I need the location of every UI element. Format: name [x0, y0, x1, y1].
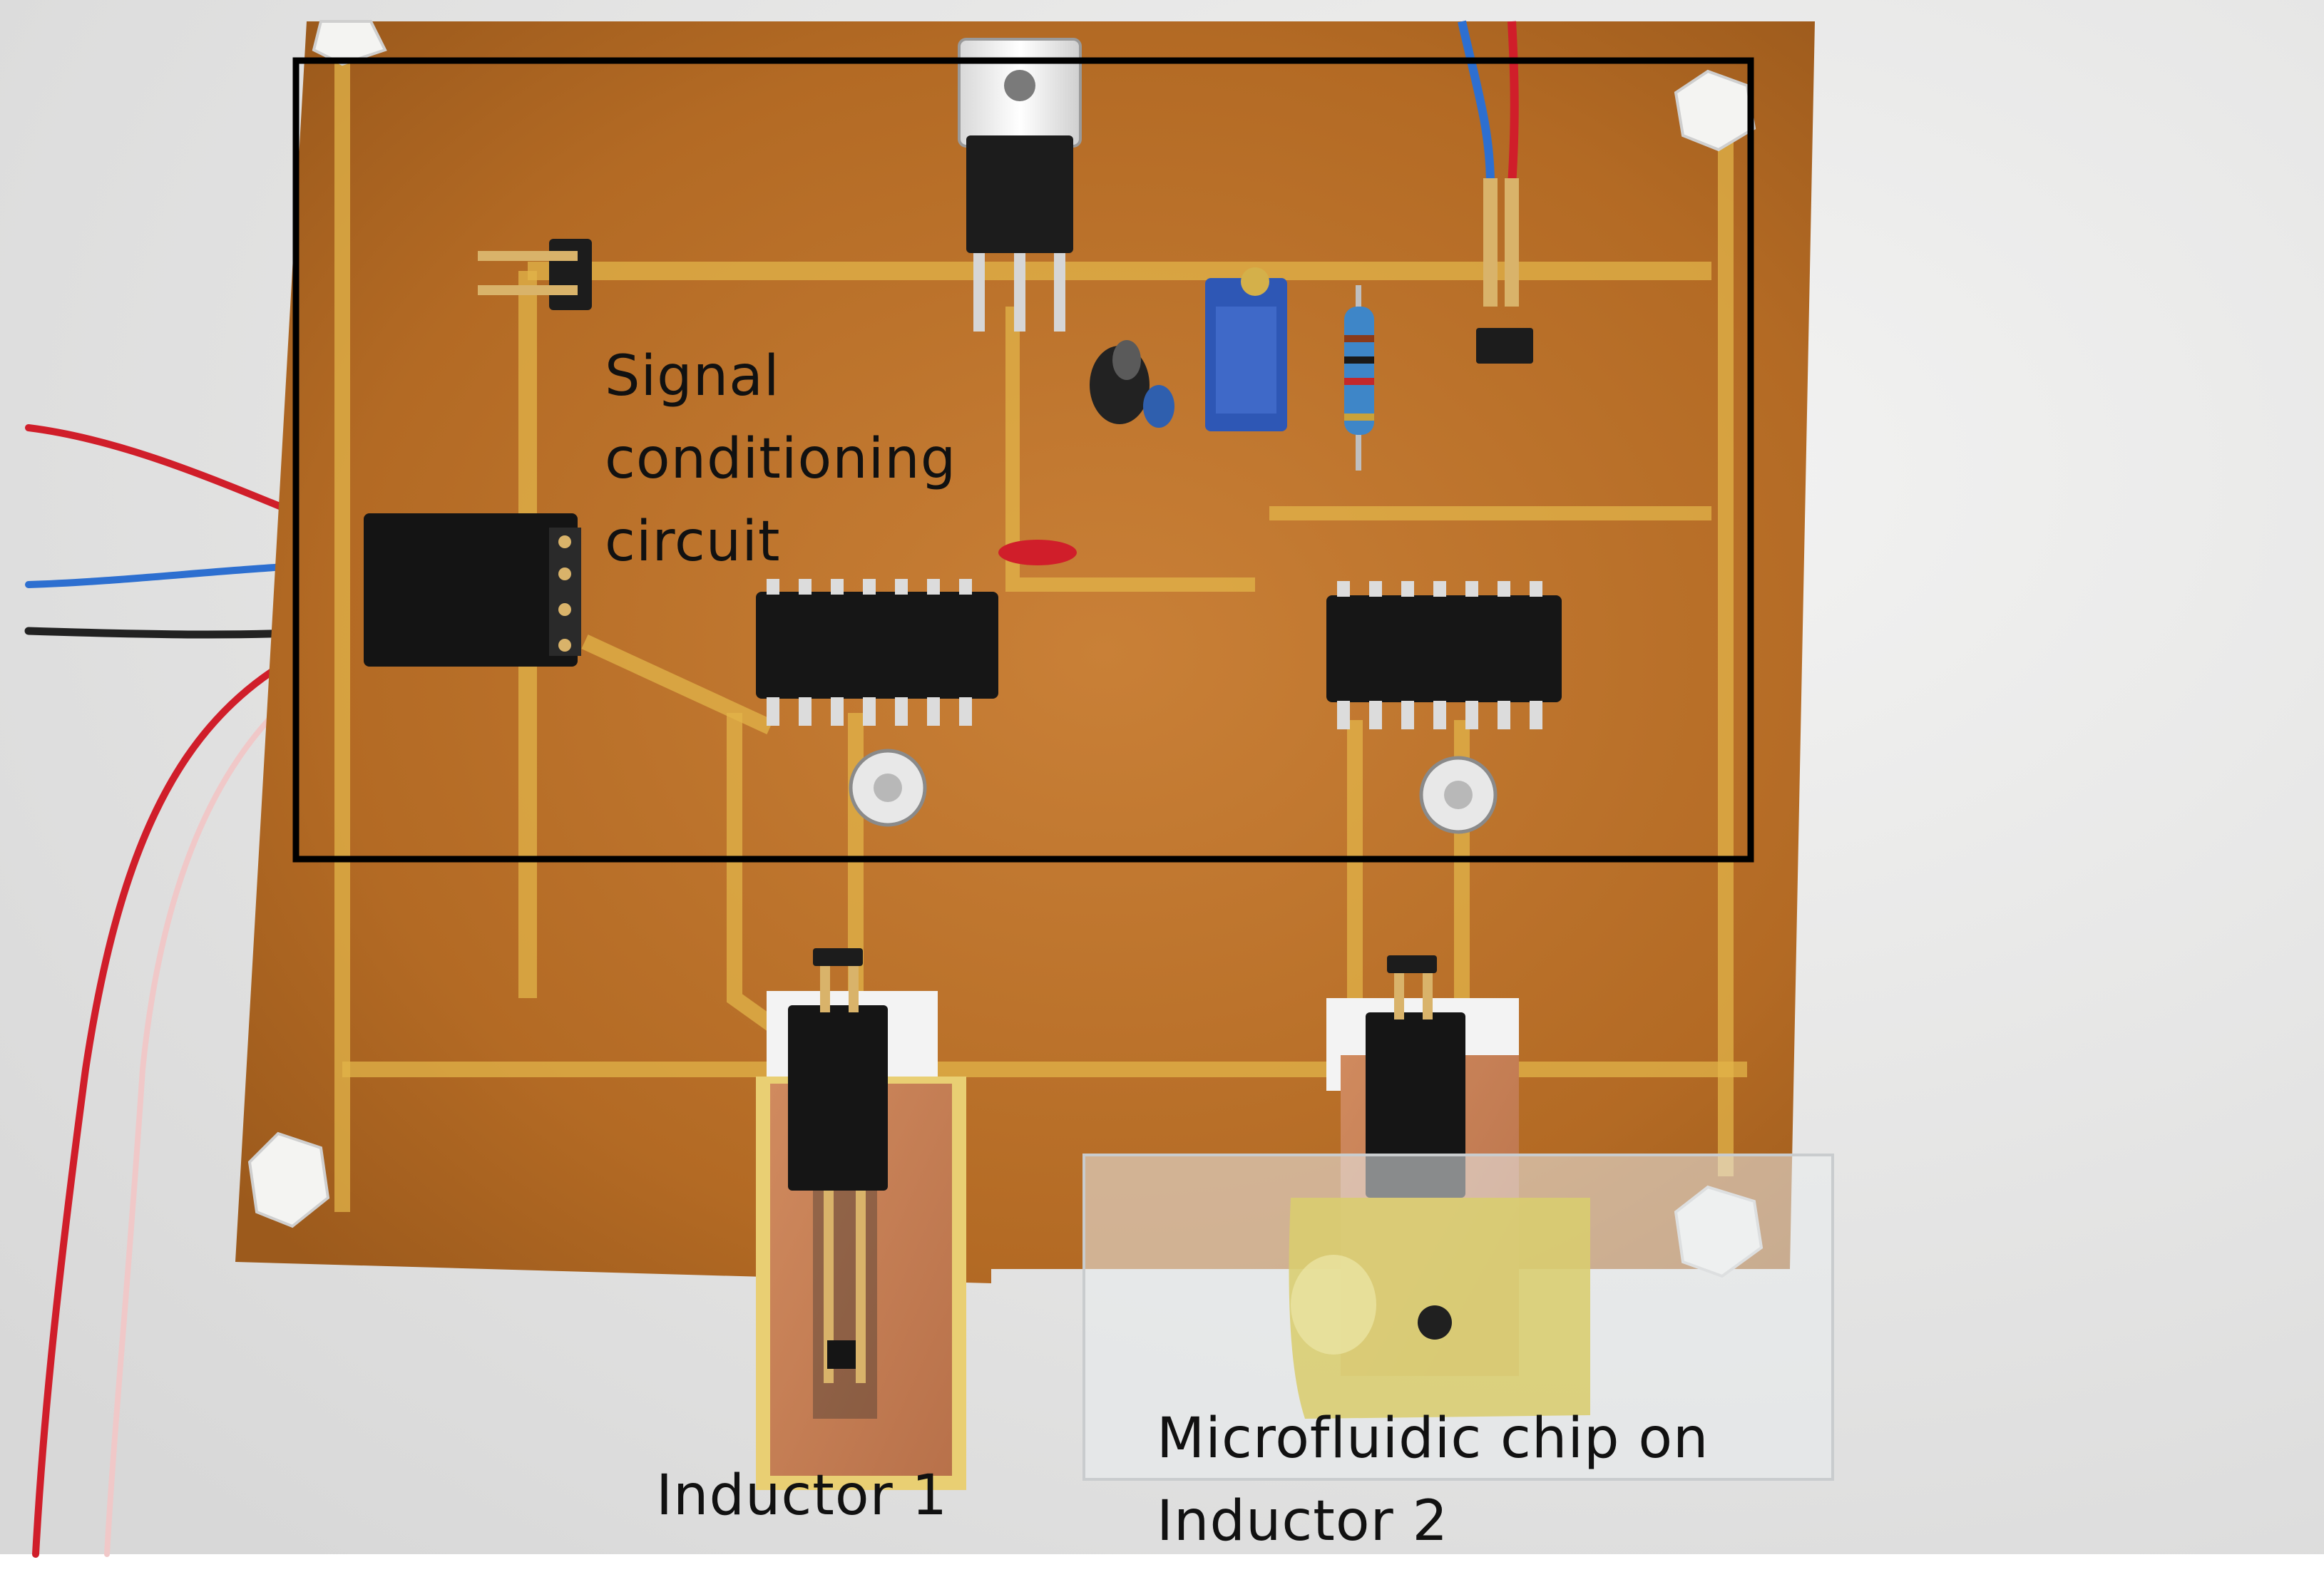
label-line: Microfluidic chip on: [1157, 1407, 1709, 1471]
signal-conditioning-label: Signal conditioning circuit: [605, 335, 956, 583]
left-connector: [364, 513, 581, 667]
voltage-regulator: [958, 38, 1082, 332]
label-line: Inductor 2: [1157, 1489, 1449, 1553]
ic-chip-left: [756, 579, 998, 726]
inductor-1-label: Inductor 1: [656, 1464, 948, 1528]
ic-chip-right: [1326, 581, 1562, 729]
trimmer-potentiometer: [1205, 267, 1287, 431]
electrolytic-capacitor: [1090, 340, 1174, 428]
top-right-connector: [1458, 20, 1533, 364]
label-line: conditioning: [605, 427, 957, 491]
red-jumper: [998, 540, 1077, 565]
resistor: [1344, 285, 1374, 471]
microfluidic-chip-label: Microfluidic chip on Inductor 2: [1157, 1397, 1709, 1563]
white-frame-bottom: [0, 1554, 2324, 1582]
label-line: Signal: [605, 344, 780, 409]
signal-conditioning-box: [292, 57, 1754, 863]
label-line: circuit: [605, 510, 781, 574]
inductor-2-assembly: [1082, 955, 1834, 1481]
trimmer-screws: [849, 749, 1498, 834]
pin-header-top-left: [478, 239, 592, 310]
inductor-1-assembly: [756, 948, 966, 1490]
